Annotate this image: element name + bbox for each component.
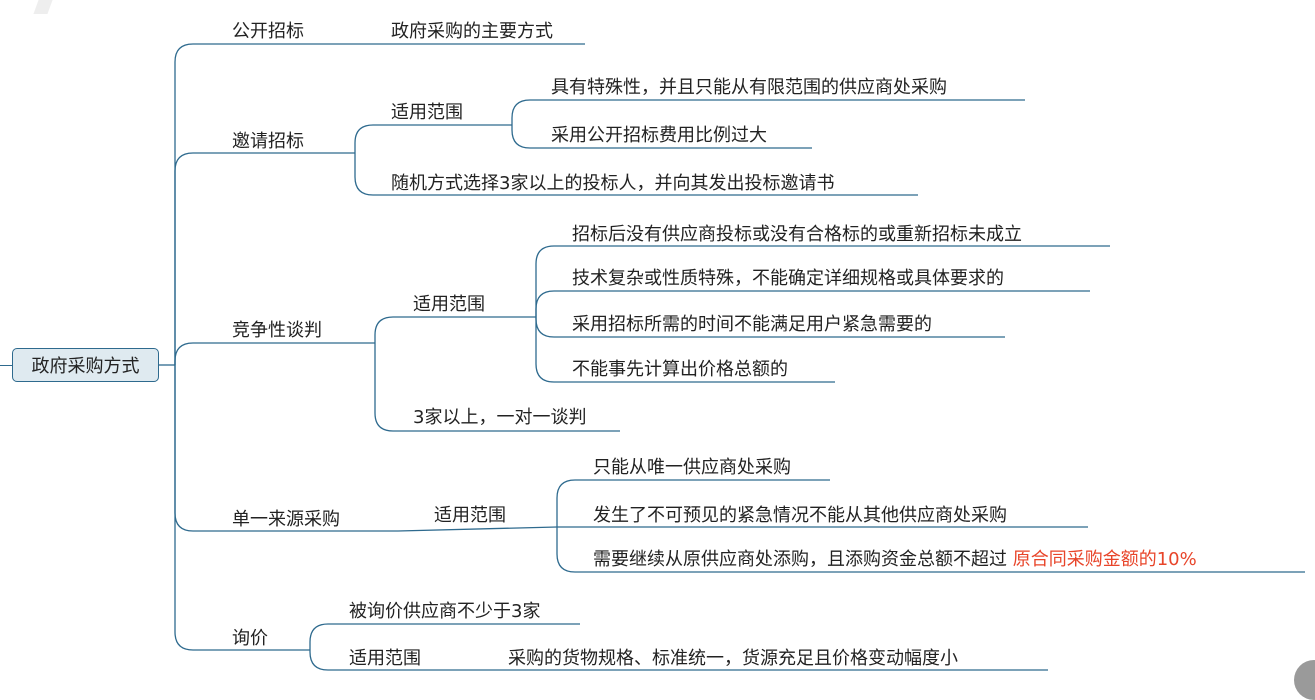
single-scope-label[interactable]: 适用范围: [434, 505, 506, 526]
connector-line: [511, 99, 1025, 125]
negotiation-scope-item[interactable]: 技术复杂或性质特殊，不能确定详细规格或具体要求的: [572, 268, 1004, 289]
invited-scope-item[interactable]: 具有特殊性，并且只能从有限范围的供应商处采购: [551, 77, 947, 98]
connector-line: [535, 245, 1110, 317]
single-scope-highlight: 原合同采购金额的10%: [1012, 549, 1197, 570]
single-scope-item-text: 需要继续从原供应商处添购，且添购资金总额不超过: [593, 549, 1007, 570]
invited-scope-label[interactable]: 适用范围: [391, 102, 463, 123]
connector-line: [174, 43, 355, 365]
connector-line: [174, 365, 310, 651]
open-tender-note[interactable]: 政府采购的主要方式: [391, 21, 553, 42]
connector-line: [397, 526, 558, 532]
inquiry-scope-item[interactable]: 采购的货物规格、标准统一，货源充足且价格变动幅度小: [508, 648, 958, 669]
node-inquiry[interactable]: 询价: [232, 628, 268, 649]
connector-line: [535, 317, 835, 383]
negotiation-scope-item[interactable]: 采用招标所需的时间不能满足用户紧急需要的: [572, 314, 932, 335]
connector-line: [374, 316, 536, 343]
negotiation-scope-item[interactable]: 招标后没有供应商投标或没有合格标的或重新招标未成立: [572, 224, 1022, 245]
root-stub-line: [0, 365, 12, 366]
connector-line: [556, 479, 830, 527]
connector-line: [511, 125, 812, 149]
connector-line: [374, 343, 620, 432]
invited-scope-item[interactable]: 采用公开招标费用比例过大: [551, 125, 767, 146]
node-open-tender[interactable]: 公开招标: [232, 21, 304, 42]
connector-line: [174, 342, 375, 365]
node-single-source[interactable]: 单一来源采购: [232, 509, 340, 530]
connector-line: [354, 124, 512, 153]
connector-line: [309, 650, 467, 671]
node-competitive-negotiation[interactable]: 竞争性谈判: [232, 320, 322, 341]
inquiry-scope-label[interactable]: 适用范围: [349, 648, 421, 669]
single-scope-item[interactable]: 只能从唯一供应商处采购: [593, 457, 791, 478]
inquiry-suppliers[interactable]: 被询价供应商不少于3家: [349, 601, 541, 622]
single-scope-item[interactable]: 需要继续从原供应商处添购，且添购资金总额不超过 原合同采购金额的10%: [593, 549, 1197, 571]
connector-line: [309, 623, 580, 650]
single-scope-item[interactable]: 发生了不可预见的紧急情况不能从其他供应商处采购: [593, 505, 1007, 526]
invited-method[interactable]: 随机方式选择3家以上的投标人，并向其发出投标邀请书: [391, 173, 835, 194]
connector-line: [535, 290, 1090, 317]
root-label: 政府采购方式: [31, 356, 140, 377]
root-node[interactable]: 政府采购方式: [12, 348, 159, 382]
negotiation-method[interactable]: 3家以上，一对一谈判: [413, 407, 587, 428]
negotiation-scope-label[interactable]: 适用范围: [413, 294, 485, 315]
connector-line: [174, 152, 355, 365]
connector-line: [174, 365, 398, 532]
negotiation-scope-item[interactable]: 不能事先计算出价格总额的: [572, 359, 788, 380]
connector-line: [354, 153, 918, 196]
node-invited-tender[interactable]: 邀请招标: [232, 131, 304, 152]
connector-line: [556, 527, 1305, 573]
connector-lines: [159, 43, 1305, 671]
